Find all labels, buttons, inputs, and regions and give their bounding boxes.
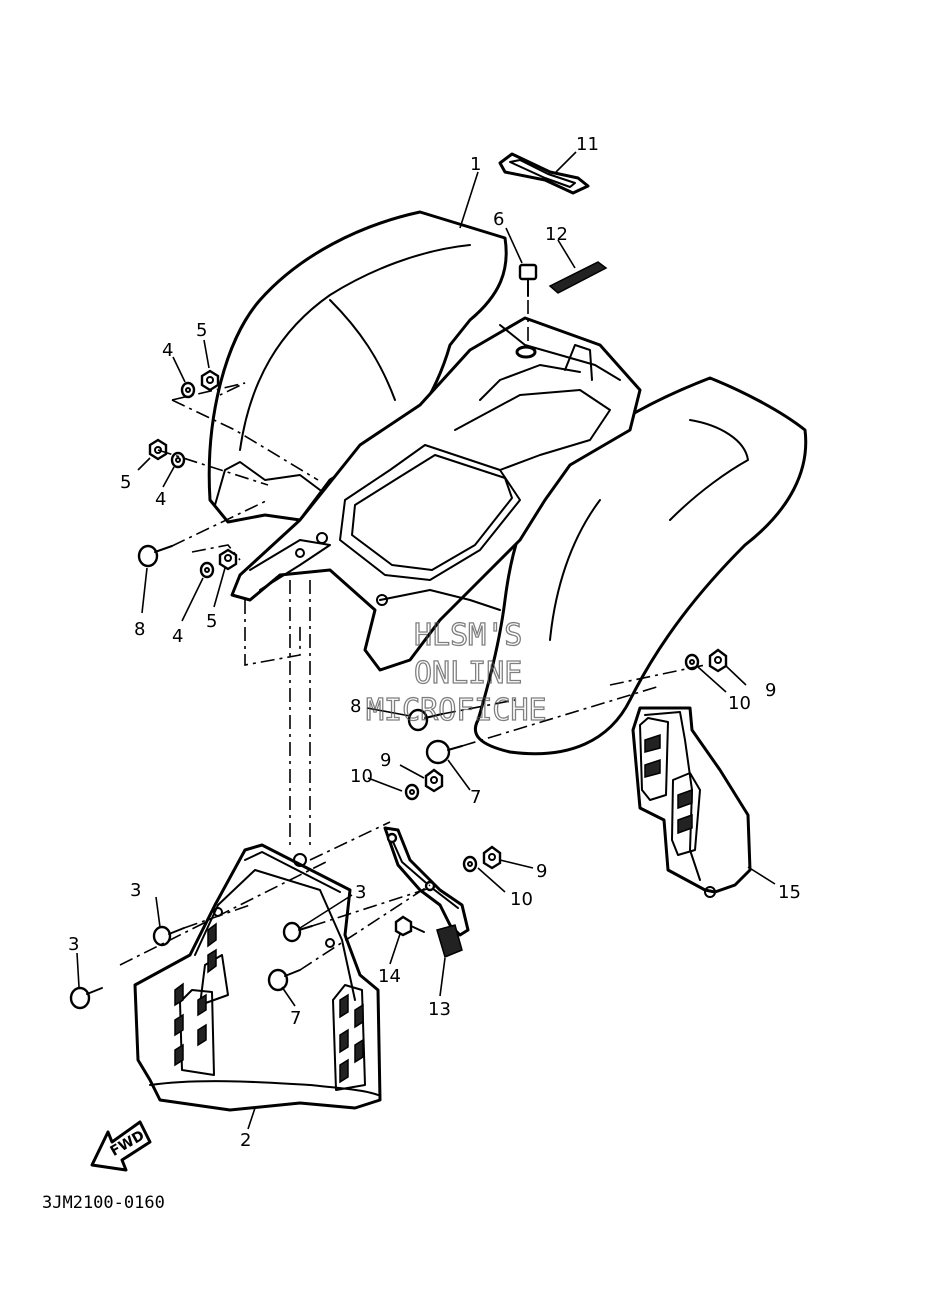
callout-5: 5 bbox=[196, 320, 207, 341]
band-part-11 bbox=[498, 152, 590, 195]
nut-9-center bbox=[424, 768, 444, 793]
screw-3-b bbox=[282, 921, 313, 943]
nut-5-low bbox=[218, 548, 238, 571]
callout-10: 10 bbox=[728, 693, 751, 714]
callout-9: 9 bbox=[765, 680, 776, 701]
callout-7: 7 bbox=[470, 787, 481, 808]
washer-4-low bbox=[199, 561, 215, 579]
callout-10: 10 bbox=[350, 766, 373, 787]
rear-flap-part-2 bbox=[133, 843, 382, 1112]
callout-8: 8 bbox=[350, 696, 361, 717]
callout-9: 9 bbox=[380, 750, 391, 771]
bolt-14 bbox=[394, 915, 425, 937]
washer-10-right bbox=[684, 653, 700, 671]
flap-part-15 bbox=[631, 706, 752, 898]
watermark-line-2: ONLINE bbox=[414, 656, 522, 691]
screw-3-c bbox=[69, 986, 103, 1010]
nut-9-low bbox=[482, 845, 502, 870]
callout-10: 10 bbox=[510, 889, 533, 910]
nut-5-top bbox=[200, 369, 220, 392]
watermark: HLSM'S ONLINE MICROFICHE bbox=[365, 617, 547, 728]
callout-4: 4 bbox=[155, 489, 166, 510]
washer-10-low bbox=[462, 855, 478, 873]
bolt-8-center bbox=[407, 708, 443, 732]
label-part-12 bbox=[548, 261, 608, 294]
callout-15: 15 bbox=[778, 882, 801, 903]
callout-3: 3 bbox=[355, 882, 366, 903]
washer-4-top bbox=[180, 381, 196, 399]
fwd-direction-arrow: FWD bbox=[90, 1120, 152, 1172]
washer-10-center bbox=[404, 783, 420, 801]
callout-8: 8 bbox=[134, 619, 145, 640]
callout-4: 4 bbox=[162, 340, 173, 361]
callout-5: 5 bbox=[206, 611, 217, 632]
callout-12: 12 bbox=[545, 224, 568, 245]
nut-9-right bbox=[708, 648, 728, 673]
callout-2: 2 bbox=[240, 1130, 251, 1151]
watermark-line-3: MICROFICHE bbox=[366, 693, 547, 728]
washer-4-mid bbox=[170, 451, 186, 469]
drawing-code: 3JM2100-0160 bbox=[42, 1193, 165, 1213]
watermark-line-1: HLSM'S bbox=[414, 618, 522, 653]
stay-part-13 bbox=[383, 826, 470, 959]
callout-9: 9 bbox=[536, 861, 547, 882]
screw-7-upper bbox=[425, 739, 463, 765]
callout-7: 7 bbox=[290, 1008, 301, 1029]
screw-7-lower bbox=[267, 968, 301, 992]
rear-fender-part-1 bbox=[207, 210, 808, 756]
callout-13: 13 bbox=[428, 999, 451, 1020]
callout-11: 11 bbox=[576, 134, 599, 155]
callout-3: 3 bbox=[130, 880, 141, 901]
callout-14: 14 bbox=[378, 966, 401, 987]
bolt-8-left bbox=[137, 544, 173, 568]
callout-1: 1 bbox=[470, 154, 481, 175]
screw-3-a bbox=[152, 925, 185, 947]
bolt-part-6 bbox=[518, 263, 538, 342]
callout-6: 6 bbox=[493, 209, 504, 230]
callout-4: 4 bbox=[172, 626, 183, 647]
assembly-lines bbox=[119, 382, 706, 971]
callout-labels: 1 2 3 3 3 4 4 4 5 5 5 6 7 7 8 8 9 9 9 10… bbox=[68, 134, 801, 1151]
leader-lines bbox=[76, 151, 776, 1130]
callout-3: 3 bbox=[68, 934, 79, 955]
callout-5: 5 bbox=[120, 472, 131, 493]
nut-5-mid bbox=[148, 438, 168, 461]
